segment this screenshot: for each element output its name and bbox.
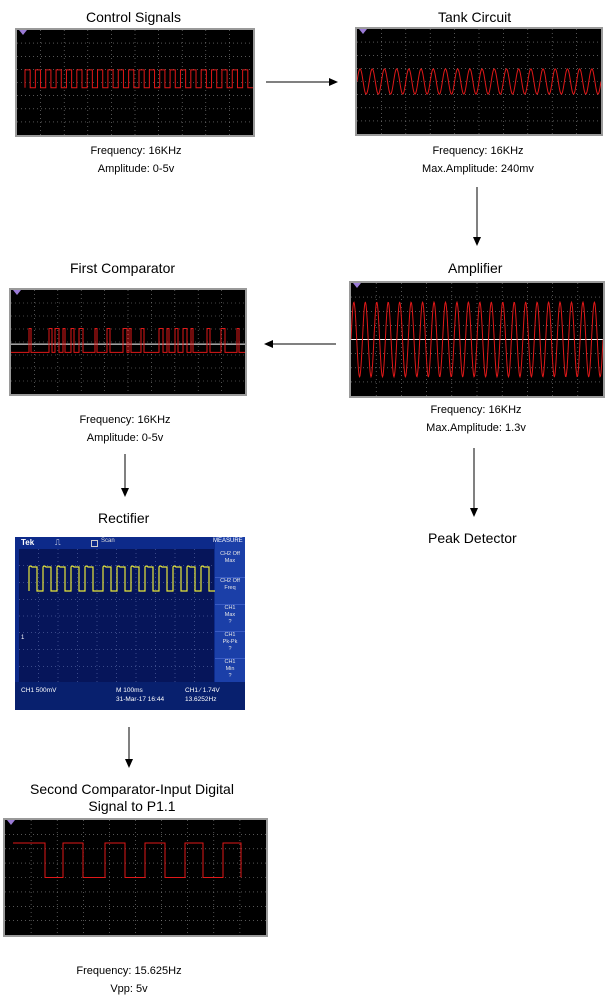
tek-run-icon: ⎍	[55, 538, 61, 547]
second-comparator-title: Second Comparator-Input Digital Signal t…	[22, 781, 242, 815]
first-comparator-caption: Frequency: 16KHz Amplitude: 0-5v	[70, 411, 180, 447]
second-comparator-scope	[3, 818, 268, 937]
tek-ch1-scale: CH1 500mV	[21, 687, 57, 694]
control-signals-title: Control Signals	[86, 9, 181, 25]
trigger-marker-icon	[353, 283, 361, 288]
control-amplitude: Amplitude: 0-5v	[97, 163, 175, 175]
tek-timebase: M 100ms	[116, 687, 143, 694]
tek-yellow-trace	[28, 565, 215, 592]
signal-trace	[357, 68, 601, 95]
signal-trace	[351, 300, 603, 379]
tek-mode-checkbox-icon	[91, 540, 98, 547]
tek-measure-item[interactable]: CH1 Min ?	[224, 659, 236, 679]
scope-screen	[5, 820, 266, 935]
arrow-first-comparator-to-rectifier	[121, 454, 129, 497]
scope-screen	[11, 290, 245, 394]
arrow-tank-to-amplifier	[473, 187, 481, 246]
arrow-amplifier-to-peak-detector	[470, 448, 478, 517]
tank-frequency: Frequency: 16KHz	[432, 145, 524, 157]
signal-trace	[11, 327, 245, 353]
first-comparator-title: First Comparator	[70, 260, 176, 276]
control-frequency: Frequency: 16KHz	[90, 145, 182, 157]
arrow-rectifier-to-second-comparator	[125, 727, 133, 768]
tek-frequency-readout: 13.6252Hz	[185, 696, 217, 703]
amplifier-amplitude: Max.Amplitude: 1.3v	[426, 422, 526, 434]
second-comp-title-line2: Signal to P1.1	[88, 798, 176, 814]
tek-date: 31-Mar-17 16:44	[116, 696, 165, 703]
tek-mode: Scan	[101, 538, 115, 544]
first-comp-amplitude: Amplitude: 0-5v	[86, 432, 164, 444]
tek-measure-item[interactable]: CH2 Off Max	[215, 551, 245, 578]
tank-circuit-title: Tank Circuit	[438, 9, 512, 25]
scope-screen	[357, 29, 601, 134]
arrow-control-to-tank	[266, 78, 338, 86]
tank-circuit-caption: Frequency: 16KHz Max.Amplitude: 240mv	[410, 142, 546, 178]
signal-trace	[24, 69, 253, 89]
tank-circuit-scope	[355, 27, 603, 136]
arrow-amplifier-to-first-comparator	[264, 340, 336, 348]
control-signals-scope	[15, 28, 255, 137]
control-signals-caption: Frequency: 16KHz Amplitude: 0-5v	[86, 142, 186, 178]
first-comparator-scope	[9, 288, 247, 396]
tek-menu-header: MEASURE	[213, 538, 243, 544]
trigger-marker-icon	[13, 290, 21, 295]
trigger-marker-icon	[7, 820, 15, 825]
rectifier-title: Rectifier	[98, 510, 150, 526]
tek-measure-item[interactable]: CH2 Off Freq	[215, 578, 245, 605]
trigger-marker-icon	[19, 30, 27, 35]
second-comp-frequency: Frequency: 15.625Hz	[76, 965, 182, 977]
amplifier-scope	[349, 281, 605, 398]
amplifier-frequency: Frequency: 16KHz	[430, 404, 522, 416]
signal-trace	[13, 842, 242, 878]
scope-screen	[17, 30, 253, 135]
rectifier-tek-scope: Tek ⎍ Scan MEASURE CH2 Off Max CH2 Off F…	[15, 537, 245, 710]
tek-measure-item[interactable]: CH1 Pk-Pk ?	[215, 632, 245, 659]
tek-measure-menu: CH2 Off Max CH2 Off Freq CH1 Max ? CH1 P…	[215, 551, 245, 685]
scope-screen	[351, 283, 603, 396]
second-comparator-caption: Frequency: 15.625Hz Vpp: 5v	[70, 962, 188, 998]
second-comp-vpp: Vpp: 5v	[110, 983, 148, 995]
second-comp-title-line1: Second Comparator-Input Digital	[30, 781, 234, 797]
trigger-marker-icon	[359, 29, 367, 34]
tek-channel-marker: 1	[21, 635, 25, 641]
tank-amplitude: Max.Amplitude: 240mv	[422, 163, 534, 175]
tek-brand: Tek	[21, 538, 35, 547]
tek-measure-item[interactable]: CH1 Max ?	[215, 605, 245, 632]
amplifier-caption: Frequency: 16KHz Max.Amplitude: 1.3v	[415, 401, 537, 437]
tek-trigger: CH1 ∕ 1.74V	[185, 687, 220, 694]
peak-detector-title: Peak Detector	[428, 530, 517, 546]
first-comp-frequency: Frequency: 16KHz	[79, 414, 171, 426]
amplifier-title: Amplifier	[448, 260, 503, 276]
